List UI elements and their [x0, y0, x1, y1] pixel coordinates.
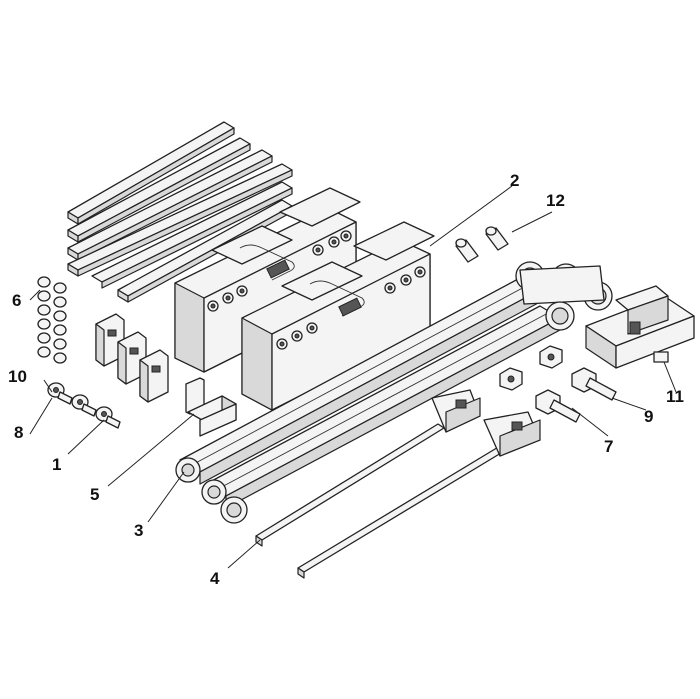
- screw-group: [47, 382, 121, 429]
- callout-2: 2: [510, 171, 519, 190]
- callout-5: 5: [90, 485, 99, 504]
- spacer-strips: [67, 121, 293, 303]
- callout-3: 3: [134, 521, 143, 540]
- stopper-block: [585, 285, 695, 369]
- bracket: [185, 377, 237, 437]
- callout-11: 11: [666, 387, 684, 406]
- callout-7: 7: [604, 437, 613, 456]
- hex-nut-lower: [499, 367, 523, 391]
- bolt-upper: [571, 367, 617, 401]
- clip-group: [95, 313, 169, 403]
- callout-10: 10: [8, 367, 27, 386]
- callout-12: 12: [546, 191, 565, 210]
- callout-8: 8: [14, 423, 23, 442]
- callout-labels: 2 12 6 10 8 1 5 3 4 7 9 11: [8, 171, 684, 588]
- mounting-plate-front: [241, 221, 435, 411]
- nut-group: [37, 276, 67, 364]
- rail-front: [201, 301, 575, 524]
- pin-pair: [455, 226, 509, 263]
- rod-rear: [255, 389, 481, 547]
- rod-front: [297, 411, 541, 579]
- bolt-lower: [535, 389, 581, 423]
- leader-lines: [29, 185, 677, 569]
- hex-nut-upper: [539, 345, 563, 369]
- rail-rear: [175, 261, 613, 485]
- callout-4: 4: [210, 569, 220, 588]
- callout-1: 1: [52, 455, 61, 474]
- callout-9: 9: [644, 407, 653, 426]
- callout-6: 6: [12, 291, 21, 310]
